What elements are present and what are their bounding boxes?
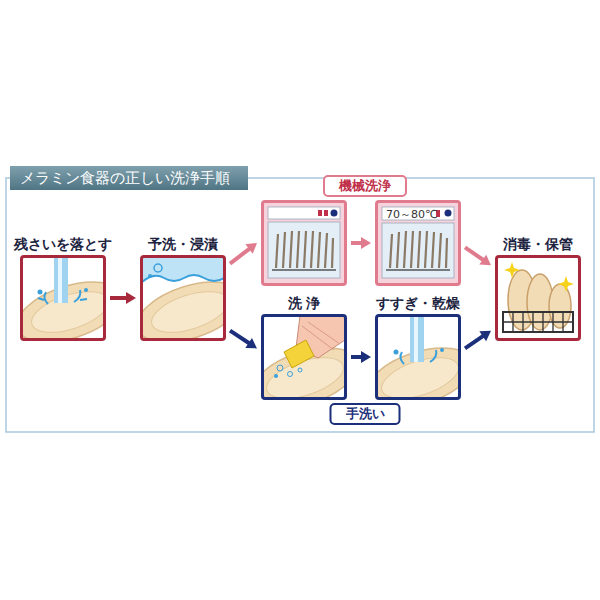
step-heading: 洗 浄 [288, 295, 321, 312]
rinse-dry-art [377, 316, 459, 398]
arrow-head [479, 255, 491, 266]
hand-box: すすぎ・乾燥 [375, 314, 461, 400]
panel-frame [6, 178, 594, 432]
hot-dishwasher-art [377, 202, 459, 284]
arrow-line [465, 335, 484, 348]
dish-rack-art [497, 257, 579, 339]
sponge-wash-art [263, 316, 345, 398]
arrow-line [110, 296, 128, 300]
step-heading: すすぎ・乾燥 [376, 295, 460, 312]
flow-arrow [351, 237, 371, 249]
step-box: 予洗・浸漬 [140, 255, 226, 341]
step-box: 消毒・保管 [495, 255, 581, 341]
arrow-head [361, 237, 371, 249]
flow-arrow [351, 351, 371, 363]
flow-arrow [465, 247, 491, 265]
step-heading: 予洗・浸漬 [148, 236, 218, 253]
title-bar: メラミン食器の正しい洗浄手順 [10, 166, 248, 190]
plate-rinse-art [22, 257, 104, 339]
route-pill: 機械洗浄 [323, 175, 407, 197]
arrow-line [230, 331, 250, 344]
flow-arrow [465, 331, 491, 349]
step-heading: 消毒・保管 [503, 236, 573, 253]
plate-soak-art [142, 257, 224, 339]
flow-arrow [230, 331, 257, 349]
arrow-line [230, 248, 251, 264]
step-box: 残さいを落とす [20, 255, 106, 341]
arrow-head [361, 351, 371, 363]
temperature-label: 70～80℃ [386, 208, 437, 221]
flow-arrow [110, 292, 136, 304]
arrow-line [465, 247, 484, 260]
arrow-head [126, 292, 136, 304]
machine-box: 70～80℃ [375, 200, 461, 286]
step-heading: 残さいを落とす [14, 236, 112, 253]
arrow-head [245, 338, 257, 349]
route-pill: 手洗い [330, 403, 401, 425]
hand-box: 洗 浄手洗い [261, 314, 347, 400]
flow-arrow [230, 243, 257, 264]
arrow-head [479, 331, 491, 342]
machine-box: 機械洗浄 [261, 200, 347, 286]
dishwasher-art [263, 202, 345, 284]
arrow-head [245, 243, 257, 254]
